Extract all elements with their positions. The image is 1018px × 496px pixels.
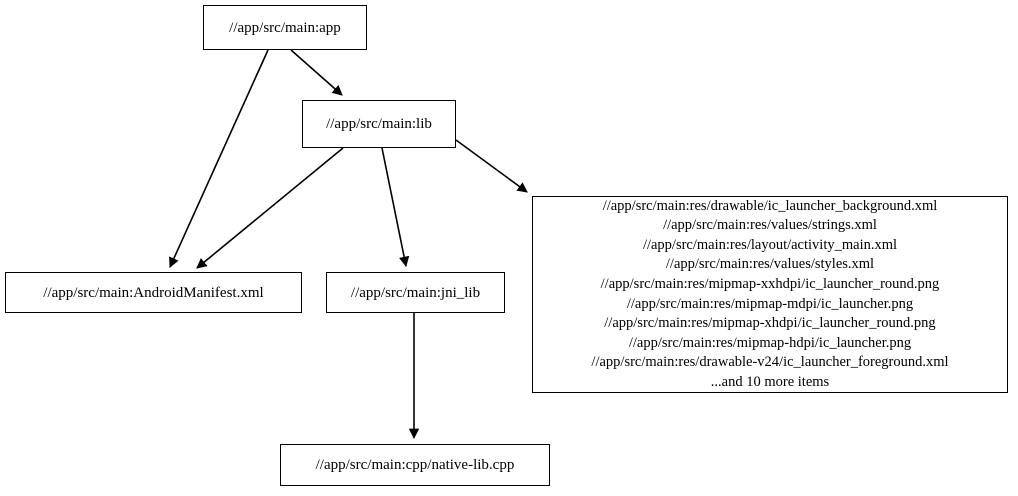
- node-native-lib-cpp[interactable]: //app/src/main:cpp/native-lib.cpp: [280, 444, 550, 486]
- node-res-bundle[interactable]: //app/src/main:res/drawable/ic_launcher_…: [532, 196, 1008, 393]
- node-jni-lib[interactable]: //app/src/main:jni_lib: [326, 272, 505, 313]
- node-app[interactable]: //app/src/main:app: [203, 5, 367, 50]
- node-lib[interactable]: //app/src/main:lib: [302, 100, 456, 148]
- edge-lib-to-res: [455, 139, 528, 193]
- edge-lib-to-manifest: [196, 147, 344, 269]
- edge-app-to-manifest: [169, 49, 269, 268]
- edge-app-to-lib: [290, 49, 343, 96]
- node-android-manifest-xml[interactable]: //app/src/main:AndroidManifest.xml: [5, 272, 302, 313]
- edge-lib-to-jni-lib: [381, 147, 410, 268]
